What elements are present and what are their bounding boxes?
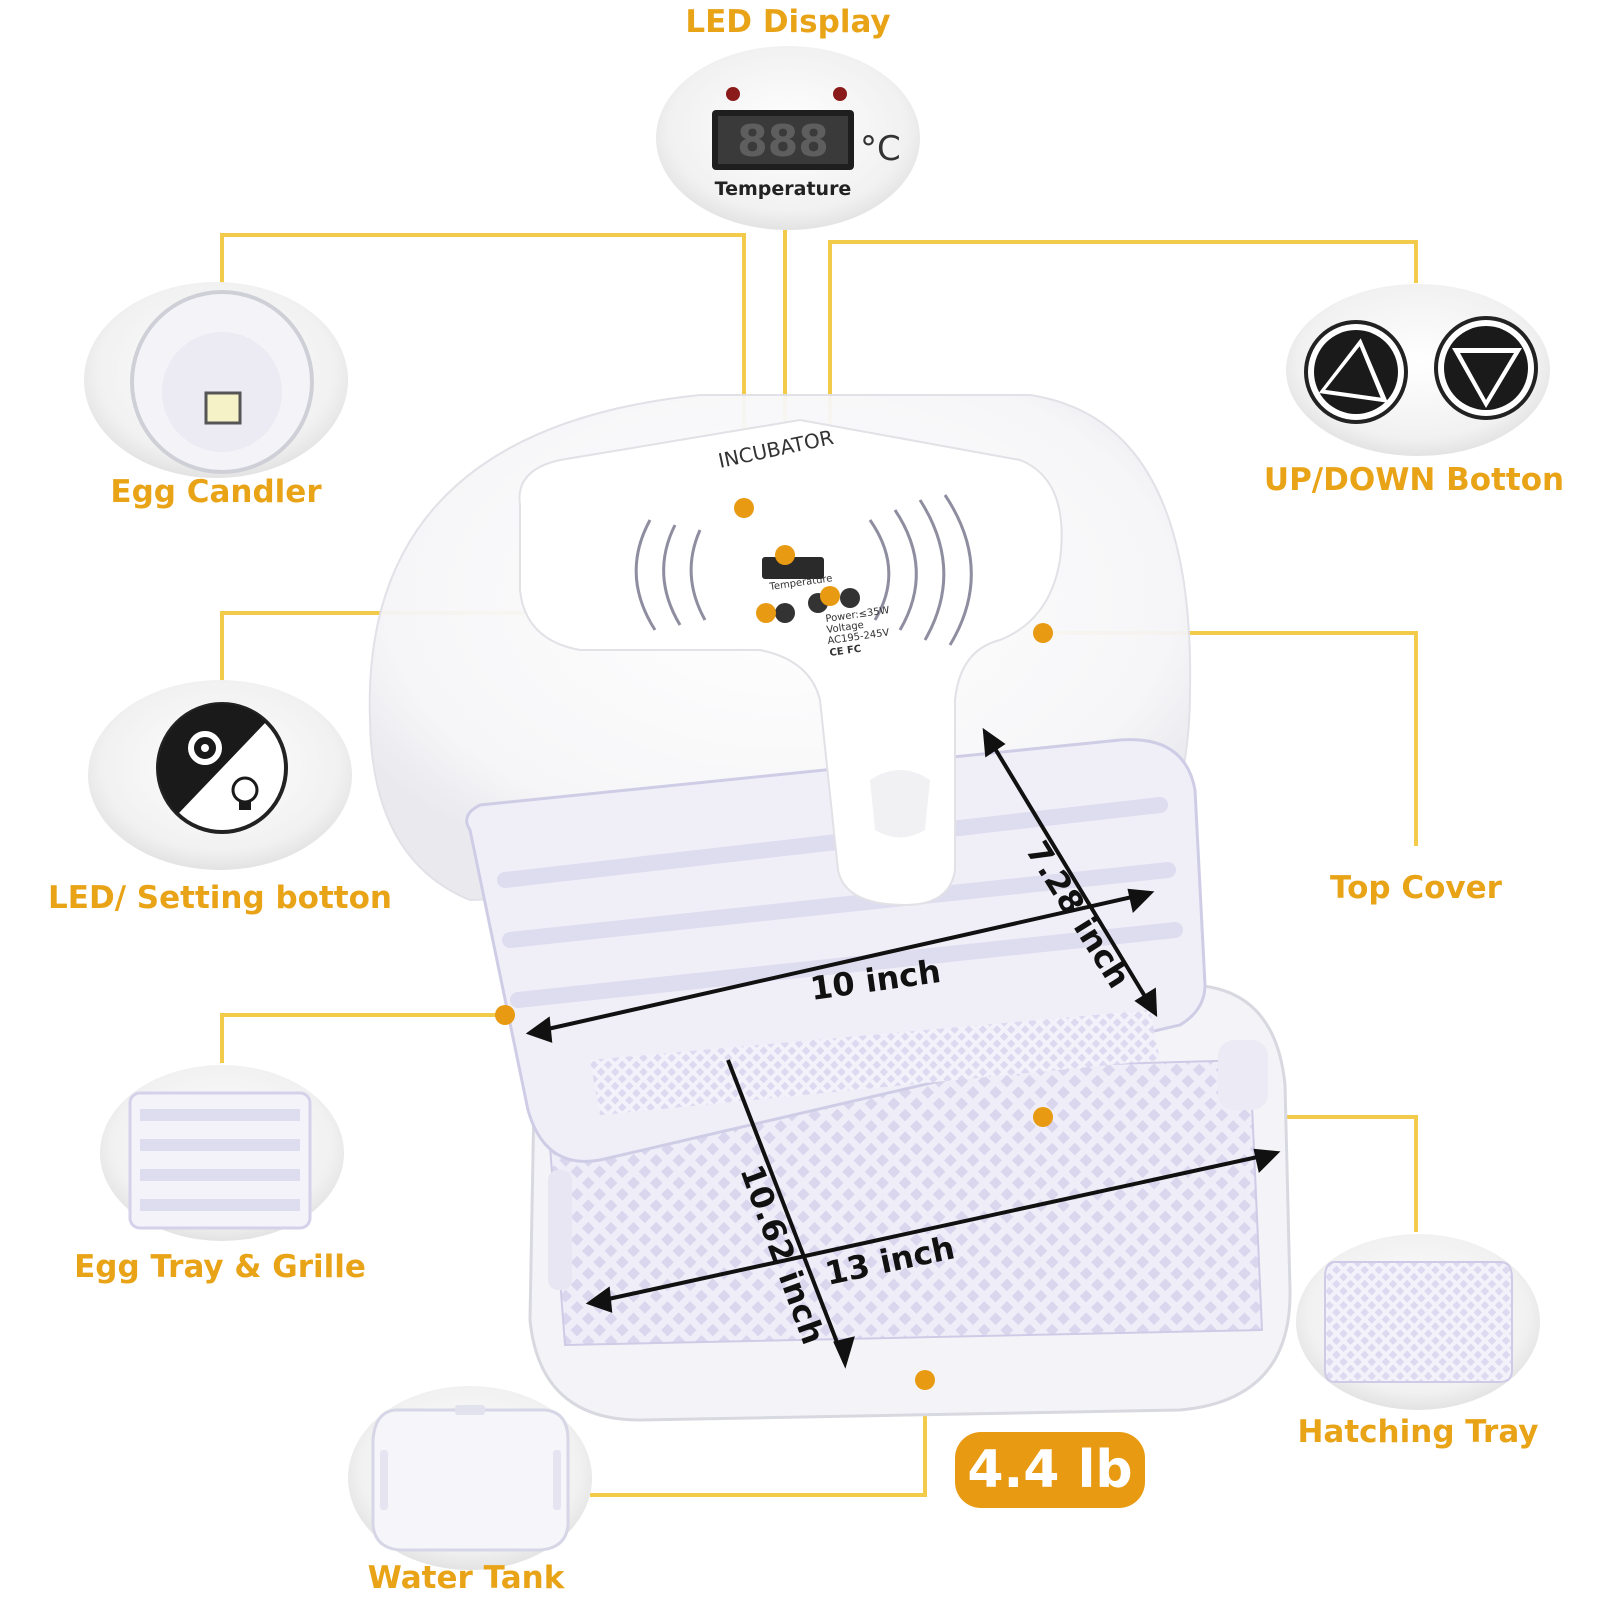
leader-egg-candler [220, 233, 746, 508]
lid-mini-down-button [840, 588, 860, 608]
leader-water-tank [590, 1380, 927, 1497]
label-led-display: LED Display [685, 4, 891, 40]
label-hatching-tray: Hatching Tray [1297, 1414, 1539, 1450]
dot-water-tank [915, 1370, 935, 1390]
label-top-cover: Top Cover [1330, 870, 1502, 906]
leader-egg-tray [220, 1013, 505, 1063]
bubble-egg-candler [84, 282, 348, 478]
bubble-hatching-tray [1296, 1234, 1540, 1410]
egg-tray-rails [497, 797, 1183, 1008]
weight-badge: 4.4 lb [955, 1432, 1145, 1508]
dimension-arrows [525, 727, 1281, 1369]
vent-arcs [634, 494, 973, 646]
base-handle-left [548, 1170, 572, 1290]
label-water-tank: Water Tank [367, 1560, 565, 1596]
label-led-setting: LED/ Setting botton [48, 880, 392, 916]
dot-egg-tray [495, 1005, 515, 1025]
lid-handle-grip [870, 770, 930, 838]
label-egg-tray: Egg Tray & Grille [74, 1249, 366, 1285]
egg-tray-grille [590, 1010, 1160, 1115]
arrow-base-depth [726, 1059, 847, 1364]
bubble-water-tank [348, 1386, 592, 1570]
arrow-tray-width [529, 891, 1151, 1035]
base-handle-right [1218, 1040, 1268, 1110]
lid-marks: CE FC [829, 644, 862, 659]
display-unit: °C [860, 129, 901, 169]
bubble-egg-tray [100, 1065, 344, 1241]
indicator-light-left [726, 87, 740, 101]
incubator [368, 394, 1292, 1422]
indicator-light-right [833, 87, 847, 101]
bubble-up-down [1286, 284, 1550, 456]
dot-egg-candler [734, 498, 754, 518]
candler-led-icon [204, 391, 242, 425]
dot-led-setting [756, 603, 776, 623]
bubble-led-display: 888 °C Temperature [656, 46, 920, 230]
bubble-led-setting [88, 680, 352, 870]
gear-icon [188, 731, 222, 765]
label-egg-candler: Egg Candler [110, 474, 322, 510]
callout-dots [495, 498, 1053, 1390]
dot-led-display [775, 545, 795, 565]
lid-mini-setting-button [775, 603, 795, 623]
lid-mini-display [762, 557, 824, 579]
dot-top-cover [1033, 623, 1053, 643]
dot-up-down [820, 586, 840, 606]
display-digits: 888 [737, 116, 829, 167]
lid-voltage: Voltage [826, 620, 865, 636]
display-caption: Temperature [715, 178, 852, 200]
arrow-tray-depth [983, 730, 1157, 1015]
label-up-down: UP/DOWN Botton [1263, 462, 1565, 498]
dot-hatching-tray [1033, 1107, 1053, 1127]
arrow-base-width [589, 1151, 1277, 1305]
